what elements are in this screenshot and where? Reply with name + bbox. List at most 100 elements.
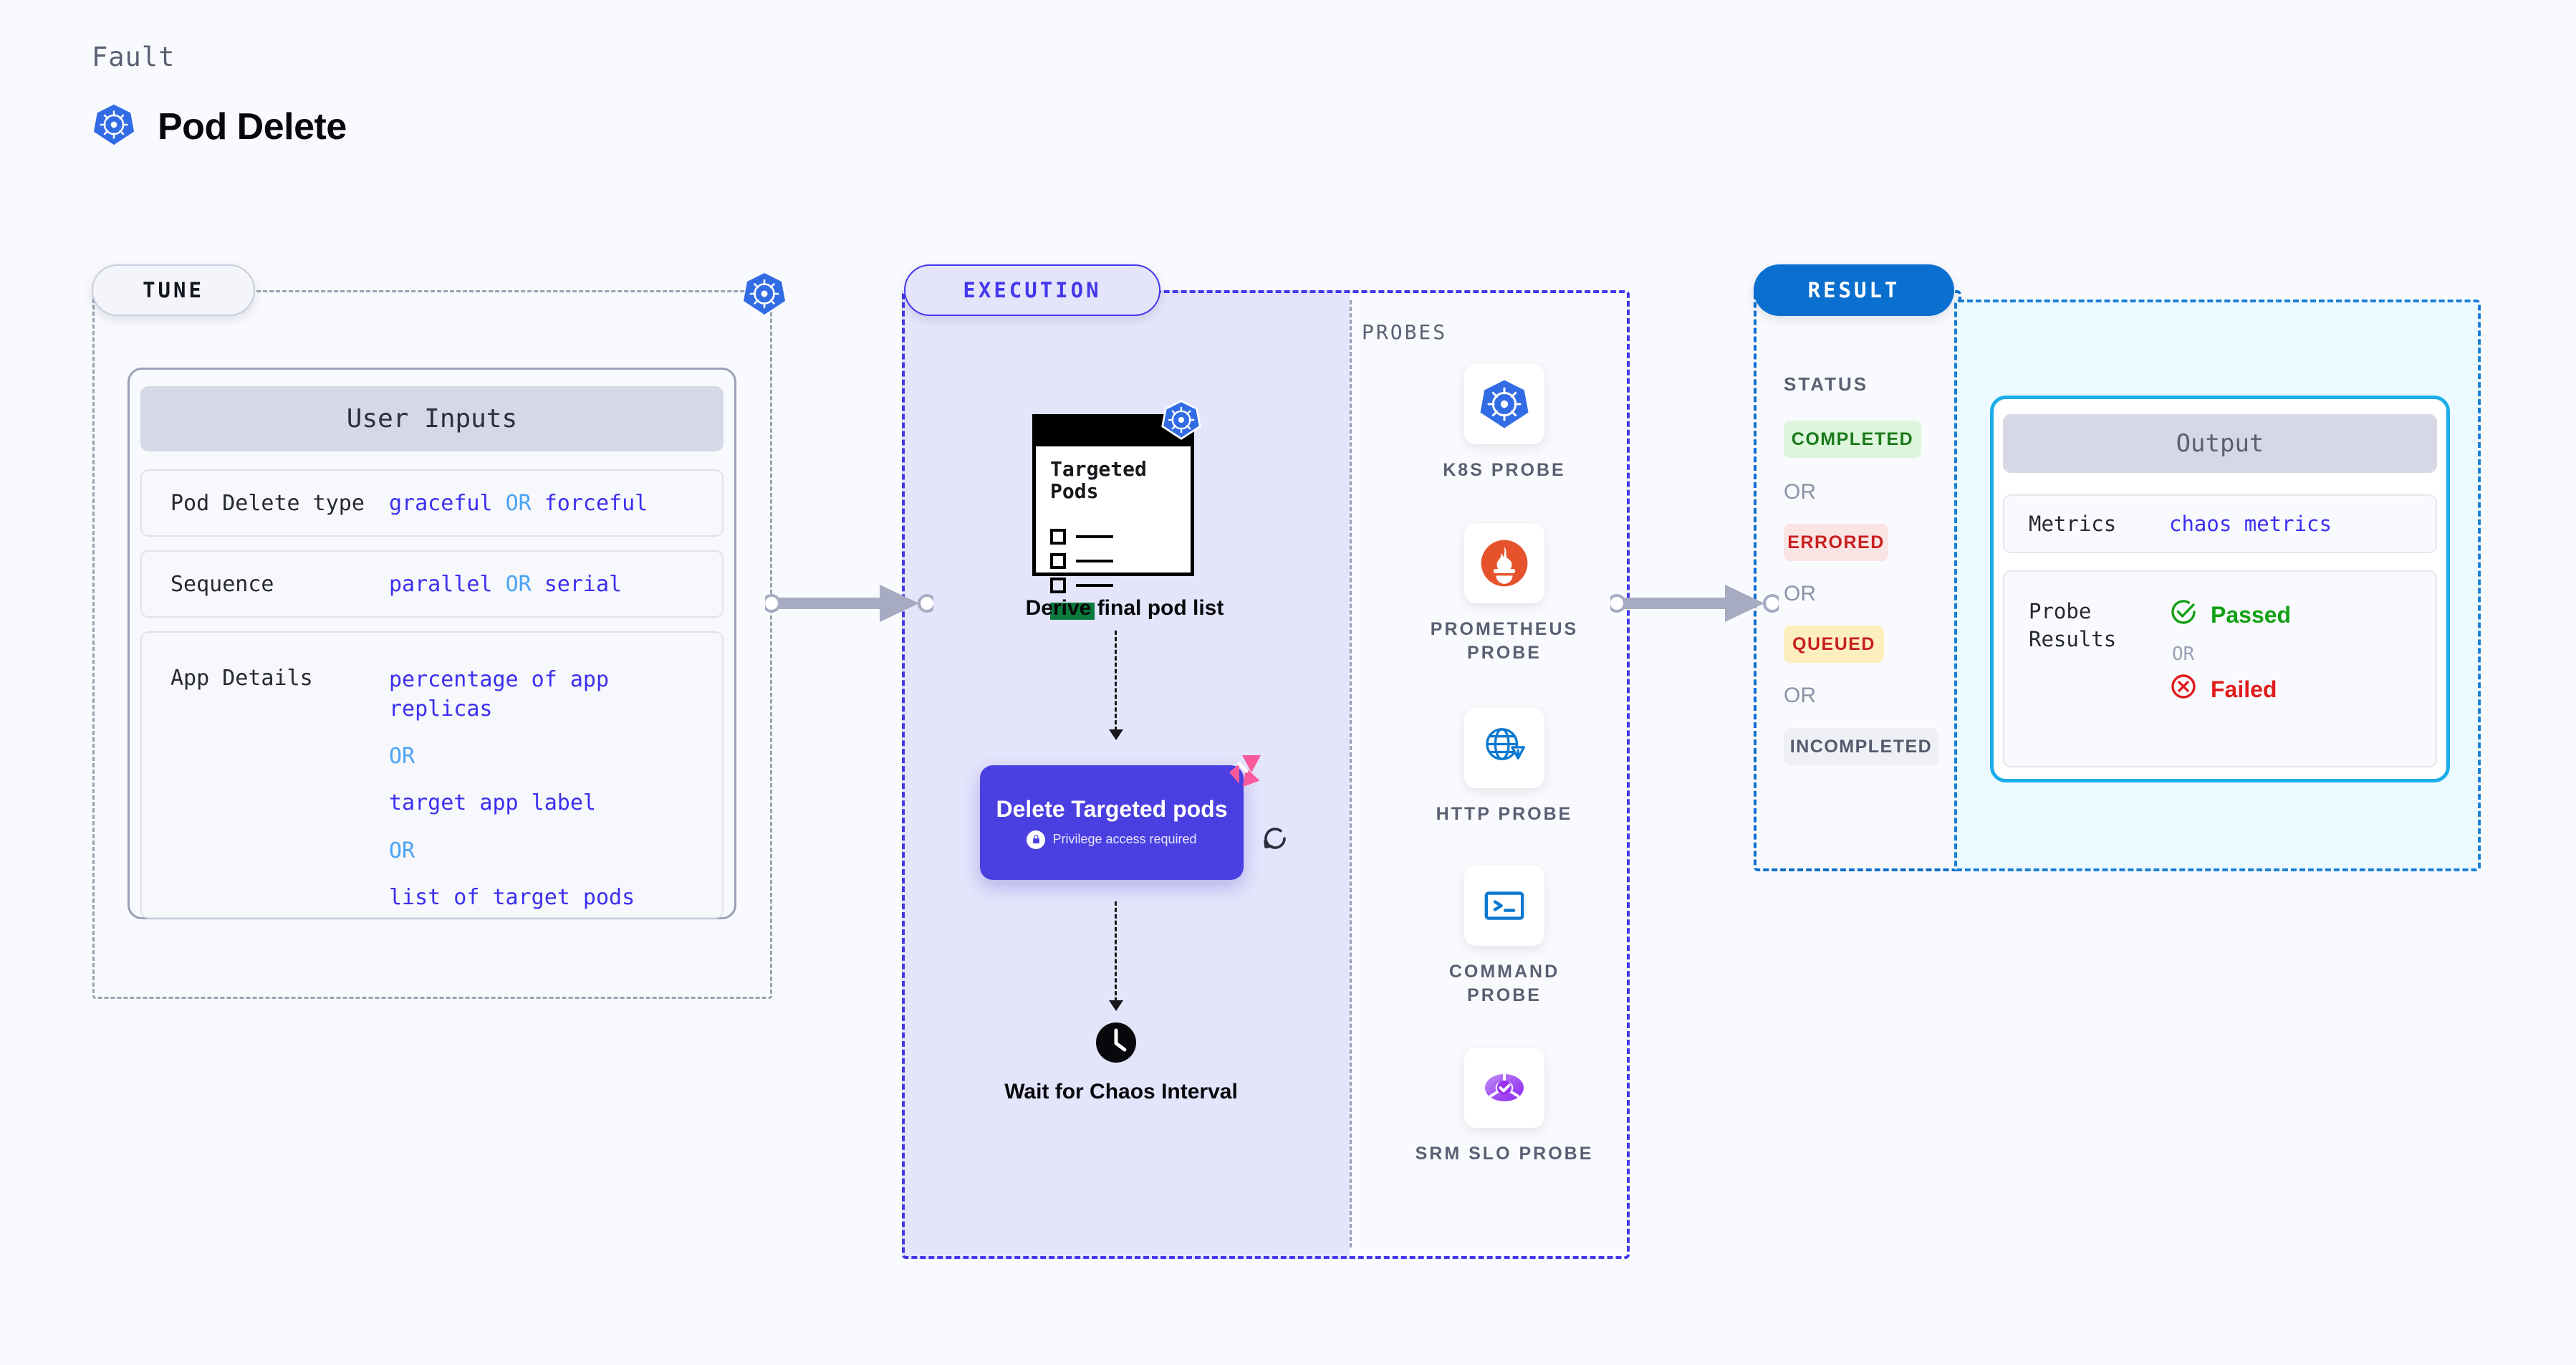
- probe-item[interactable]: PROMETHEUS PROBE: [1415, 523, 1594, 664]
- checkbox-icon: [1050, 529, 1066, 545]
- result-stage-pill[interactable]: RESULT: [1754, 264, 1954, 316]
- status-badge: ERRORED: [1784, 524, 1888, 561]
- status-section-label: STATUS: [1784, 373, 1869, 395]
- derive-pod-list-caption: Derive final pod list: [1025, 596, 1224, 620]
- list-line: [1076, 535, 1113, 538]
- status-badge: COMPLETED: [1784, 421, 1921, 458]
- privilege-note-label: Privilege access required: [1052, 832, 1197, 847]
- targeted-pods-card: Targeted Pods: [1032, 414, 1194, 620]
- tune-row-key: Sequence: [170, 571, 274, 597]
- probe-results-key: Probe Results: [2029, 599, 2117, 652]
- list-line: [1076, 584, 1113, 587]
- probes-section-label: PROBES: [1362, 320, 1448, 344]
- delete-targeted-pods-node[interactable]: Delete Targeted pods Privilege access re…: [980, 765, 1244, 880]
- verdict-passed-label: Passed: [2211, 601, 2292, 628]
- fault-title-row: Pod Delete: [92, 102, 347, 150]
- checkbox-icon: [1050, 553, 1066, 569]
- verdict-failed-label: Failed: [2211, 676, 2277, 702]
- output-card-title: Output: [2003, 414, 2437, 473]
- page-header: Fault Pod Delete: [92, 42, 347, 150]
- probe-results-row[interactable]: Probe Results Passed OR Failed: [2003, 570, 2437, 767]
- tune-row-value: parallel OR serial: [389, 572, 722, 597]
- tune-value-option: serial: [544, 571, 623, 597]
- probe-label: PROMETHEUS PROBE: [1430, 619, 1579, 663]
- tune-value-option: parallel: [389, 571, 493, 597]
- flow-arrow-line: [1115, 901, 1117, 1002]
- status-badge: INCOMPLETED: [1784, 728, 1938, 765]
- clock-icon: [1095, 1021, 1138, 1064]
- tune-row[interactable]: Pod Delete type graceful OR forceful: [140, 469, 724, 537]
- connector-execution-to-result: [1607, 578, 1782, 629]
- globe-warning-icon: [1464, 708, 1544, 788]
- flow-arrow-head: [1109, 1000, 1123, 1011]
- list-item: [1050, 553, 1113, 569]
- metrics-key: Metrics: [2029, 512, 2117, 536]
- kubernetes-icon: [1160, 399, 1202, 441]
- list-item: [1050, 578, 1113, 593]
- targeted-pods-title: Targeted Pods: [1050, 457, 1147, 504]
- tune-region: [92, 290, 772, 999]
- tune-row-key: Pod Delete type: [170, 490, 365, 516]
- terminal-icon: [1464, 866, 1544, 946]
- progress-bar: [1050, 603, 1095, 620]
- flow-arrow-head: [1109, 729, 1123, 740]
- status-badge: QUEUED: [1784, 626, 1884, 663]
- execution-region: [902, 290, 1630, 1259]
- tune-value-separator: OR: [505, 490, 532, 516]
- probe-item[interactable]: K8S PROBE: [1415, 364, 1594, 482]
- tune-value-option: target app label: [389, 790, 596, 815]
- privilege-note: Privilege access required: [1027, 830, 1197, 849]
- tune-row[interactable]: Sequence parallel OR serial: [140, 550, 724, 618]
- metrics-row[interactable]: Metrics chaos metrics: [2003, 494, 2437, 553]
- wait-for-chaos-interval-caption: Wait for Chaos Interval: [1004, 1080, 1238, 1103]
- verdict-passed: Passed: [2169, 598, 2436, 632]
- probe-item[interactable]: COMMAND PROBE: [1415, 866, 1594, 1007]
- probe-label: K8S PROBE: [1443, 460, 1566, 480]
- tune-row-key: App Details: [170, 666, 313, 691]
- list-line: [1076, 560, 1113, 562]
- verdict-separator: OR: [2172, 643, 2195, 665]
- tune-value-option: list of target pods: [389, 884, 635, 910]
- kubernetes-icon: [741, 271, 787, 317]
- tune-value-option: graceful: [389, 490, 493, 516]
- status-separator: OR: [1784, 684, 1816, 707]
- status-separator: OR: [1784, 582, 1816, 605]
- tune-row-value: graceful OR forceful: [389, 491, 722, 516]
- execution-stage-pill[interactable]: EXECUTION: [904, 264, 1160, 316]
- tune-value-separator: OR: [389, 838, 415, 863]
- kubernetes-icon: [92, 102, 136, 150]
- probe-label: SRM SLO PROBE: [1415, 1144, 1594, 1164]
- tune-row[interactable]: App Details percentage of app replicas O…: [140, 631, 724, 919]
- x-circle-icon: [2169, 672, 2198, 707]
- slo-donut-check-icon: [1464, 1048, 1544, 1128]
- connector-tune-to-execution: [762, 578, 936, 629]
- probe-item[interactable]: SRM SLO PROBE: [1415, 1048, 1594, 1166]
- probe-label: HTTP PROBE: [1436, 804, 1573, 824]
- user-inputs-card-title: User Inputs: [140, 386, 724, 451]
- page-title: Pod Delete: [158, 105, 347, 148]
- metrics-value: chaos metrics: [2169, 512, 2332, 536]
- probe-label: COMMAND PROBE: [1448, 962, 1560, 1005]
- tune-value-option: forceful: [544, 490, 648, 516]
- prometheus-icon: [1464, 523, 1544, 603]
- tune-row-value: percentage of app replicas OR target app…: [389, 666, 722, 912]
- tune-value-option: percentage of app replicas: [389, 667, 610, 722]
- checkbox-icon: [1050, 578, 1066, 593]
- fault-eyebrow-label: Fault: [92, 42, 176, 72]
- check-circle-icon: [2169, 598, 2198, 632]
- lock-icon: [1027, 830, 1046, 849]
- probe-item[interactable]: HTTP PROBE: [1415, 708, 1594, 826]
- tune-value-separator: OR: [389, 744, 415, 769]
- rotate-loop-icon[interactable]: [1256, 820, 1294, 857]
- probe-results-body: Passed OR Failed: [2169, 598, 2436, 707]
- tune-value-separator: OR: [505, 571, 532, 597]
- list-item: [1050, 529, 1113, 545]
- delete-node-title: Delete Targeted pods: [996, 796, 1228, 823]
- flow-arrow-line: [1115, 631, 1117, 731]
- probes-divider: [1350, 300, 1352, 1247]
- tune-stage-pill[interactable]: TUNE: [92, 264, 255, 316]
- litmus-chaos-icon: [1218, 751, 1264, 797]
- verdict-failed: Failed: [2169, 672, 2436, 707]
- kubernetes-icon: [1464, 364, 1544, 444]
- status-separator: OR: [1784, 480, 1816, 504]
